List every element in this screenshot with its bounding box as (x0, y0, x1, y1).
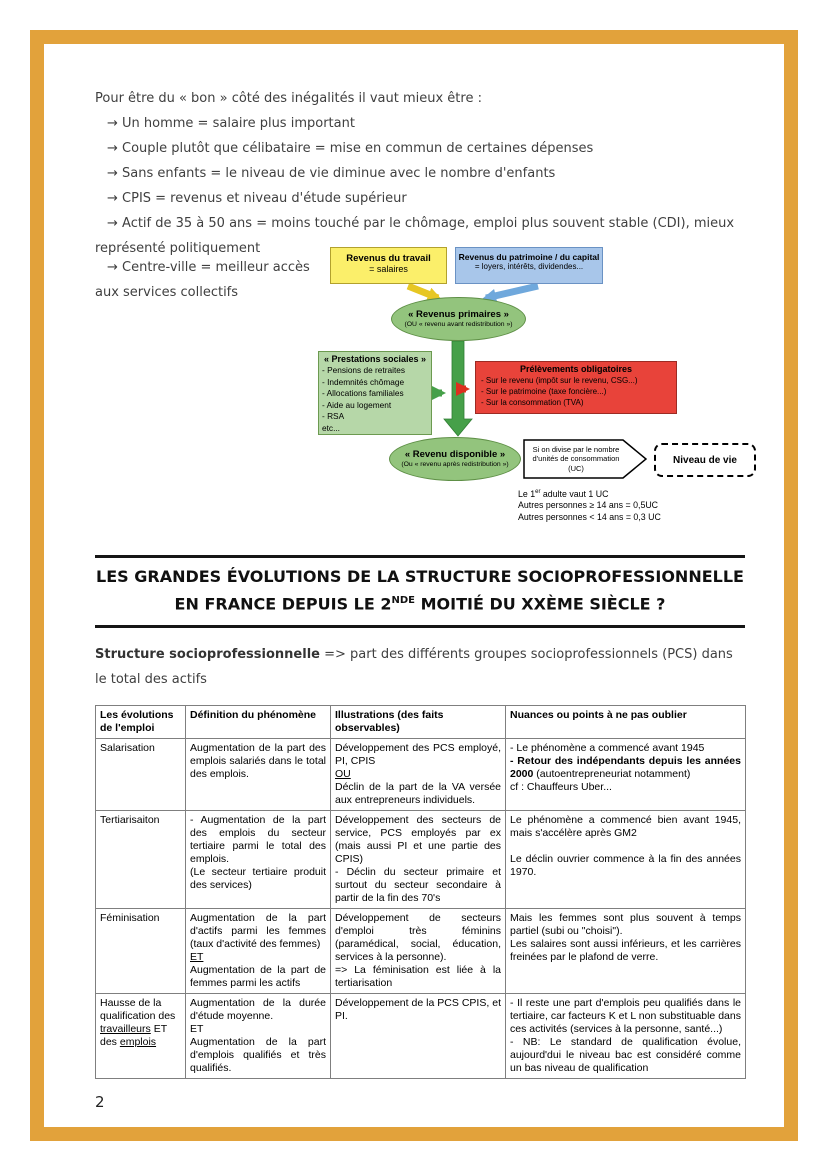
primary-income-subtitle: (OU « revenu avant redistribution ») (404, 321, 513, 328)
list-lead: Pour être du « bon » côté des inégalités… (95, 91, 482, 106)
cell-label: Féminisation (95, 908, 186, 995)
cell-label: Salarisation (95, 738, 186, 812)
uc-note-line: Autres personnes ≥ 14 ans = 0,5UC (518, 500, 659, 511)
disposable-income-title: « Revenu disponible » (404, 449, 506, 460)
income-flow-diagram: Revenus du travail = salaires Revenus du… (310, 243, 756, 545)
social-benefits-item: - Aide au logement (322, 399, 392, 410)
social-benefits-item: - Allocations familiales (322, 388, 404, 398)
header-illustrations: Illustrations (des faits observables) (330, 705, 506, 740)
table-header-row: Les évolutions de l'emploi Définition du… (95, 705, 746, 740)
header-evolutions: Les évolutions de l'emploi (95, 705, 186, 740)
inequalities-list: Pour être du « bon » côté des inégalités… (95, 86, 745, 261)
uc-note-line: Autres personnes < 14 ans = 0,3 UC (518, 511, 661, 522)
cell-nuances: - Il reste une part d'emplois peu qualif… (505, 993, 746, 1080)
right-arrow-shape-icon (523, 439, 648, 479)
header-definition: Définition du phénomène (185, 705, 331, 740)
evolution-table: Les évolutions de l'emploi Définition du… (95, 705, 746, 1080)
list-item: → CPIS = revenus et niveau d'étude supér… (107, 191, 407, 206)
levies-box: Prélèvements obligatoires - Sur le reven… (475, 361, 677, 414)
cell-definition: Augmentation de la part d'actifs parmi l… (185, 908, 331, 995)
social-benefits-item: etc... (322, 422, 340, 433)
levies-title: Prélèvements obligatoires (519, 364, 633, 374)
social-benefits-item: - RSA (322, 411, 345, 421)
cell-illustrations: Développement de la PCS CPIS, et PI. (330, 993, 506, 1080)
living-standard-label: Niveau de vie (673, 454, 737, 466)
cell-nuances: Le phénomène a commencé bien avant 1945,… (505, 810, 746, 910)
work-income-title: Revenus du travail (346, 253, 431, 264)
table-row: Hausse de la qualification des travaille… (95, 993, 746, 1080)
capital-income-box: Revenus du patrimoine / du capital = loy… (455, 247, 603, 284)
work-income-subtitle: = salaires (369, 264, 408, 274)
list-item: → Sans enfants = le niveau de vie diminu… (107, 166, 556, 181)
capital-income-subtitle: = loyers, intérêts, dividendes... (474, 262, 584, 271)
capital-income-title: Revenus du patrimoine / du capital (458, 252, 600, 262)
cell-nuances: Mais les femmes sont plus souvent à temp… (505, 908, 746, 995)
arrow-capital-to-primary (482, 282, 539, 303)
cell-illustrations: Développement des secteurs de service, P… (330, 810, 506, 910)
uc-note-line: Le 1er adulte vaut 1 UC (518, 488, 609, 499)
primary-income-ellipse: « Revenus primaires » (OU « revenu avant… (391, 297, 526, 341)
arrow-work-to-primary (406, 282, 442, 302)
page-number: 2 (95, 1093, 105, 1112)
cell-definition: Augmentation de la part des emplois sala… (185, 738, 331, 812)
cell-definition: - Augmentation de la part des emplois du… (185, 810, 331, 910)
cell-label: Hausse de la qualification des travaille… (95, 993, 186, 1080)
section-title: LES GRANDES ÉVOLUTIONS DE LA STRUCTURE S… (95, 555, 745, 629)
levies-item: - Sur la consommation (TVA) (481, 398, 584, 407)
table-row: Tertiarisaiton- Augmentation de la part … (95, 810, 746, 910)
definition-rest: => part des différents groupes socioprof… (95, 647, 733, 688)
uc-division-arrow: Si on divise par le nombre d'unités de c… (523, 439, 648, 479)
page-border-frame (30, 30, 798, 1141)
section-title-line1: LES GRANDES ÉVOLUTIONS DE LA STRUCTURE S… (96, 567, 744, 586)
work-income-box: Revenus du travail = salaires (330, 247, 447, 284)
levies-item: - Sur le patrimoine (taxe foncière...) (481, 387, 607, 396)
uc-notes: Le 1er adulte vaut 1 UC Autres personnes… (518, 487, 661, 523)
arrow-primary-to-disposable (443, 340, 473, 437)
social-benefits-item: - Indemnités chômage (322, 376, 405, 387)
social-benefits-title: « Prestations sociales » (323, 354, 427, 364)
diagram-section: → Centre-ville = meilleur accès aux serv… (95, 243, 756, 545)
levies-item: - Sur le revenu (impôt sur le revenu, CS… (481, 376, 638, 385)
cell-definition: Augmentation de la durée d'étude moyenne… (185, 993, 331, 1080)
list-item: → Couple plutôt que célibataire = mise e… (107, 141, 594, 156)
social-benefits-item: - Pensions de retraites (322, 365, 406, 375)
uc-division-note: Si on divise par le nombre d'unités de c… (532, 444, 620, 473)
disposable-income-ellipse: « Revenu disponible » (Ou « revenu après… (389, 437, 521, 481)
list-item: → Centre-ville = meilleur accès aux serv… (95, 260, 310, 300)
cell-label: Tertiarisaiton (95, 810, 186, 910)
list-item: → Actif de 35 à 50 ans = moins touché pa… (95, 216, 735, 256)
definition-paragraph: Structure socioprofessionnelle => part d… (95, 642, 745, 692)
header-nuances: Nuances ou points à ne pas oublier (505, 705, 746, 740)
diagram-arrows (406, 282, 539, 437)
primary-income-title: « Revenus primaires » (408, 309, 509, 320)
definition-term: Structure socioprofessionnelle (95, 647, 320, 663)
list-item: → Un homme = salaire plus important (107, 116, 355, 131)
page-content: Pour être du « bon » côté des inégalités… (95, 86, 756, 1112)
cell-illustrations: Développement de secteurs d'emploi très … (330, 908, 506, 995)
living-standard-box: Niveau de vie (654, 443, 756, 477)
section-title-line2: EN FRANCE DEPUIS LE 2NDE MOITIÉ DU XXÈME… (174, 594, 666, 614)
disposable-income-subtitle: (Ou « revenu après redistribution ») (401, 461, 509, 468)
cell-nuances: - Le phénomène a commencé avant 1945- Re… (505, 738, 746, 812)
social-benefits-box: « Prestations sociales » - Pensions de r… (318, 351, 432, 435)
